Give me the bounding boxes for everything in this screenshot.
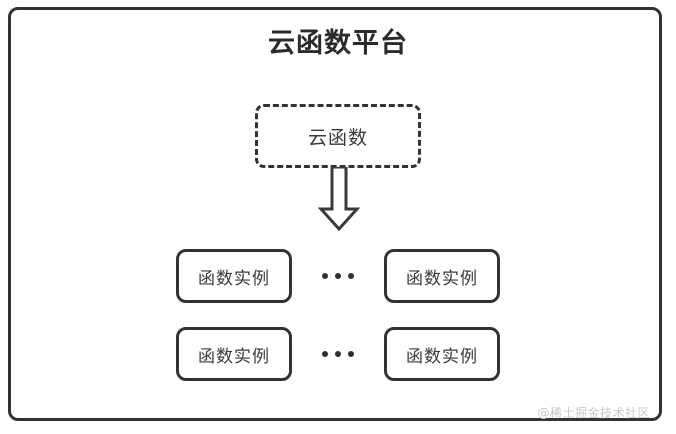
function-instance-label: 函数实例 <box>406 268 478 289</box>
ellipsis-dot <box>348 273 354 279</box>
ellipsis-icon <box>305 249 371 303</box>
function-instance-row-2: 函数实例 函数实例 <box>0 327 676 381</box>
function-instance-box: 函数实例 <box>176 249 292 303</box>
cloud-function-label: 云函数 <box>307 126 368 149</box>
watermark-text: @稀土掘金技术社区 <box>537 406 650 420</box>
function-instance-label: 函数实例 <box>406 346 478 367</box>
ellipsis-dot <box>322 273 328 279</box>
page-title: 云函数平台 <box>268 28 408 59</box>
ellipsis-icon <box>305 327 371 381</box>
function-instance-box: 函数实例 <box>384 327 500 381</box>
ellipsis-dot <box>322 351 328 357</box>
function-instance-box: 函数实例 <box>384 249 500 303</box>
function-instance-label: 函数实例 <box>198 268 270 289</box>
function-instance-row-1: 函数实例 函数实例 <box>0 249 676 303</box>
cloud-function-node: 云函数 <box>255 104 421 168</box>
down-block-arrow-icon <box>317 165 361 232</box>
function-instance-label: 函数实例 <box>198 346 270 367</box>
function-instance-box: 函数实例 <box>176 327 292 381</box>
ellipsis-dot <box>335 351 341 357</box>
ellipsis-dot <box>335 273 341 279</box>
ellipsis-dot <box>348 351 354 357</box>
